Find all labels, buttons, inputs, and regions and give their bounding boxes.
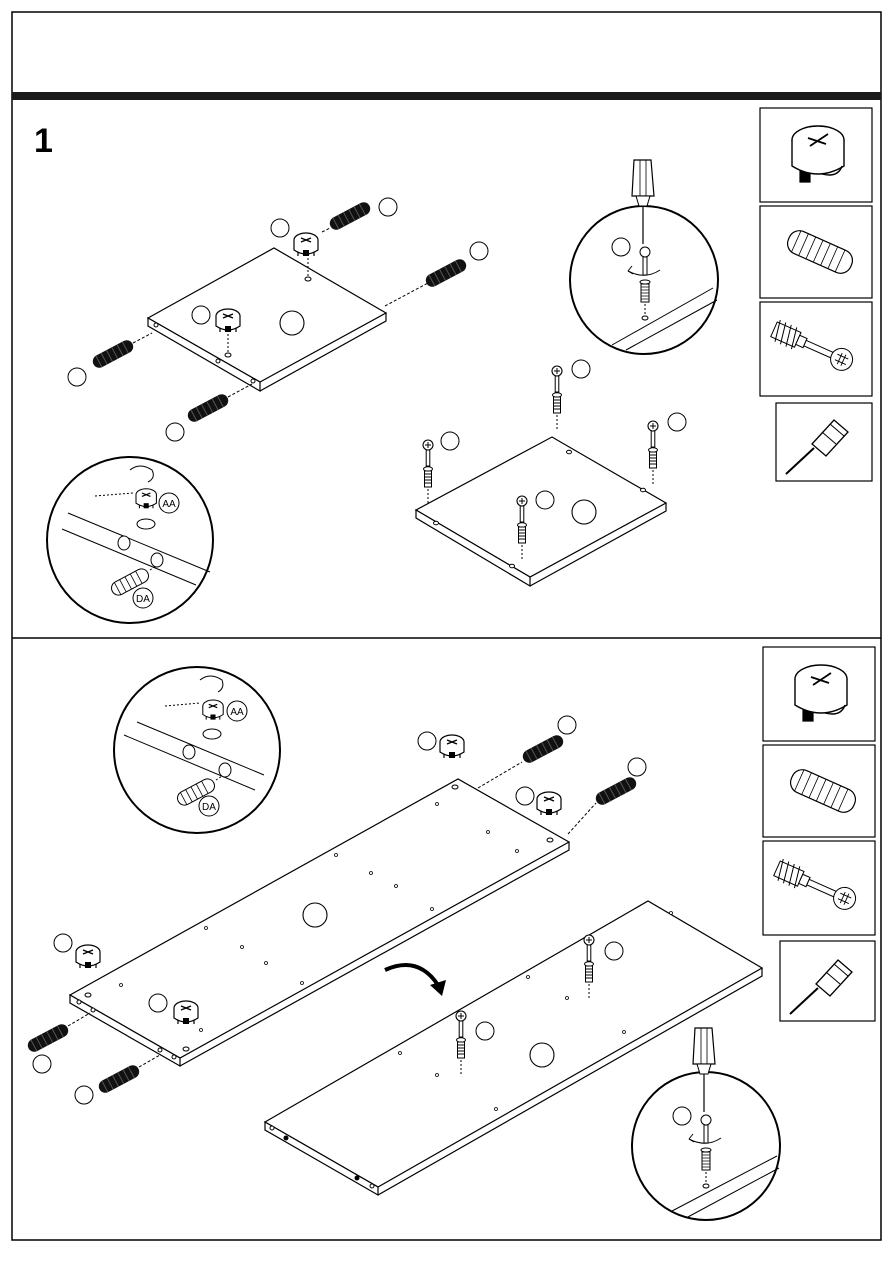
cam-lock-part — [537, 792, 561, 815]
dowel-label: DA — [136, 594, 150, 605]
detail-callout-cam-dowel-2: AA DA — [114, 667, 280, 833]
cam-lock-part — [216, 309, 240, 332]
cam-lock-part — [76, 945, 100, 968]
step-number: 1 — [34, 122, 53, 161]
dowel-label-2: DA — [202, 802, 216, 813]
cam-lock-part — [440, 735, 464, 758]
parts-legend-section-2 — [763, 647, 875, 1021]
cam-lock-icon — [795, 665, 847, 721]
cam-lock-label-2: AA — [230, 707, 244, 718]
cam-lock-icon — [792, 126, 844, 182]
cam-lock-part — [294, 233, 318, 256]
detail-callout-cam-dowel: AA DA — [47, 457, 213, 623]
cam-lock-part — [174, 1001, 198, 1024]
cam-lock-label: AA — [162, 499, 176, 510]
header-bar — [12, 92, 881, 100]
parts-legend-section-1 — [760, 108, 872, 481]
